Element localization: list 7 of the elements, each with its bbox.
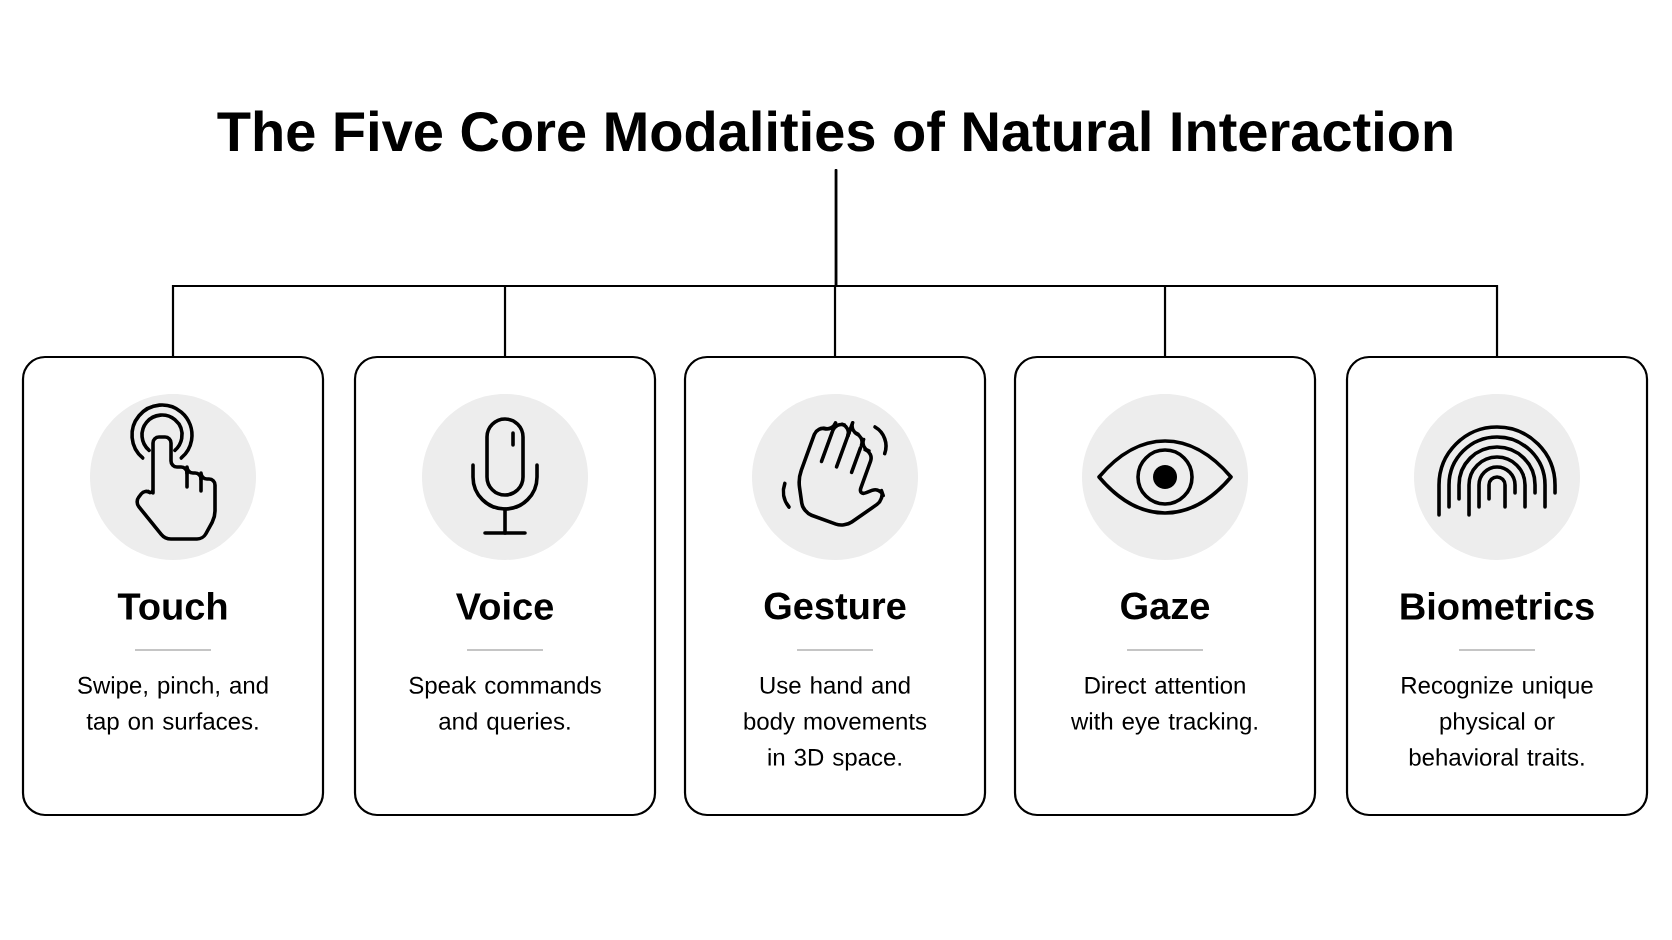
card: Gaze Direct attention with eye tracking. (1013, 355, 1317, 817)
card: Touch Swipe, pinch, and tap on surfaces. (21, 355, 325, 817)
card: Voice Speak commands and queries. (353, 355, 657, 817)
card: Biometrics Recognize unique physical or behavioral traits. (1345, 355, 1649, 817)
card: Gesture Use hand and body movements in 3D space. (683, 355, 987, 817)
connector-line (834, 169, 1499, 356)
title: The Five Core Modalities of Natural Interaction (217, 110, 1452, 152)
